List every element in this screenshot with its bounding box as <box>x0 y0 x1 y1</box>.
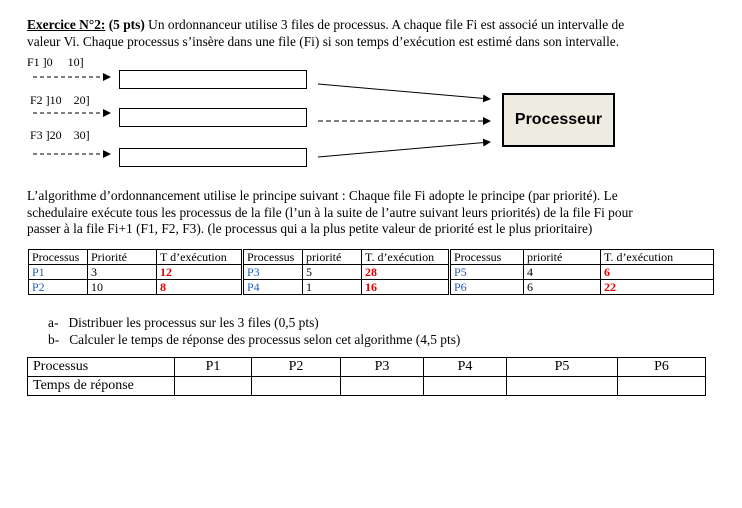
process-name: P3 <box>241 264 303 280</box>
queue-f3-box <box>119 148 307 167</box>
header-cell: P6 <box>617 357 706 377</box>
header-cell: priorité <box>302 249 362 265</box>
priority-cell: 5 <box>302 264 362 280</box>
process-name: P2 <box>28 279 88 295</box>
header-cell: Priorité <box>87 249 157 265</box>
question-b: b- Calculer le temps de réponse des proc… <box>48 331 461 347</box>
queue-f1-label: F1 ]0 10] <box>27 55 84 69</box>
header-cell: Processus <box>448 249 524 265</box>
header-cell: T. d’exécution <box>600 249 714 265</box>
queue-f2-label: F2 ]10 20] <box>30 93 90 107</box>
header-cell: Processus <box>27 357 175 377</box>
header-cell: P3 <box>340 357 424 377</box>
queue-f1-output-arrow <box>317 83 491 103</box>
algorithm-line-2: schedulaire exécute tous les processus d… <box>27 204 633 220</box>
header-cell: P4 <box>423 357 507 377</box>
exec-time-cell: 28 <box>361 264 450 280</box>
response-table-header: Processus P1 P2 P3 P4 P5 P6 <box>27 357 706 377</box>
header-cell: P2 <box>251 357 341 377</box>
process-name: P1 <box>28 264 88 280</box>
exec-time-cell: 6 <box>600 264 714 280</box>
table-row: P1 3 12 P3 5 28 P5 4 6 <box>28 264 714 280</box>
response-cell <box>174 376 252 396</box>
queue-f3-output-arrow <box>317 138 491 158</box>
response-time-table: Processus P1 P2 P3 P4 P5 P6 Temps de rép… <box>27 357 706 396</box>
priority-cell: 3 <box>87 264 157 280</box>
processor-box: Processeur <box>502 93 615 147</box>
header-cell: Processus <box>241 249 303 265</box>
priority-cell: 1 <box>302 279 362 295</box>
process-name: P4 <box>241 279 303 295</box>
process-table-header: Processus Priorité T d’exécution Process… <box>28 249 714 265</box>
queue-f2-box <box>119 108 307 127</box>
exec-time-cell: 12 <box>156 264 243 280</box>
process-name: P5 <box>448 264 524 280</box>
question-a: a- Distribuer les processus sur les 3 fi… <box>48 315 319 330</box>
priority-cell: 4 <box>523 264 601 280</box>
exec-time-cell: 22 <box>600 279 714 295</box>
intro-line-2: valeur Vi. Chaque processus s’insère dan… <box>27 33 620 49</box>
response-cell <box>506 376 618 396</box>
table-row: Temps de réponse <box>27 376 706 396</box>
process-table: Processus Priorité T d’exécution Process… <box>28 249 714 295</box>
queue-f3-label: F3 ]20 30] <box>30 128 90 142</box>
intro-line-1: Un ordonnanceur utilise 3 files de proce… <box>148 17 625 32</box>
questions: a- Distribuer les processus sur les 3 fi… <box>48 315 460 348</box>
row-label: Temps de réponse <box>27 376 175 396</box>
queue-f1-box <box>119 70 307 89</box>
table-row: P2 10 8 P4 1 16 P6 6 22 <box>28 279 714 295</box>
response-cell <box>340 376 424 396</box>
response-cell <box>251 376 341 396</box>
exercise-title: Exercice N°2: <box>27 17 106 32</box>
processor-label: Processeur <box>514 111 603 128</box>
process-name: P6 <box>448 279 524 295</box>
response-cell <box>423 376 507 396</box>
exercise-points: (5 pts) <box>108 17 145 32</box>
queue-diagram-arrows <box>33 73 491 158</box>
header-cell: Processus <box>28 249 88 265</box>
algorithm-line-3: passer à la file Fi+1 (F1, F2, F3). (le … <box>27 221 593 236</box>
priority-cell: 6 <box>523 279 601 295</box>
header-cell: P5 <box>506 357 618 377</box>
header-cell: P1 <box>174 357 252 377</box>
exec-time-cell: 8 <box>156 279 243 295</box>
exercise-intro: Exercice N°2: (5 pts) Un ordonnanceur ut… <box>27 17 727 50</box>
algorithm-description: L’algorithme d’ordonnancement utilise le… <box>27 188 727 238</box>
header-cell: T. d’exécution <box>361 249 450 265</box>
algorithm-line-1: L’algorithme d’ordonnancement utilise le… <box>27 188 618 203</box>
response-cell <box>617 376 706 396</box>
header-cell: T d’exécution <box>156 249 243 265</box>
header-cell: priorité <box>523 249 601 265</box>
priority-cell: 10 <box>87 279 157 295</box>
exec-time-cell: 16 <box>361 279 450 295</box>
